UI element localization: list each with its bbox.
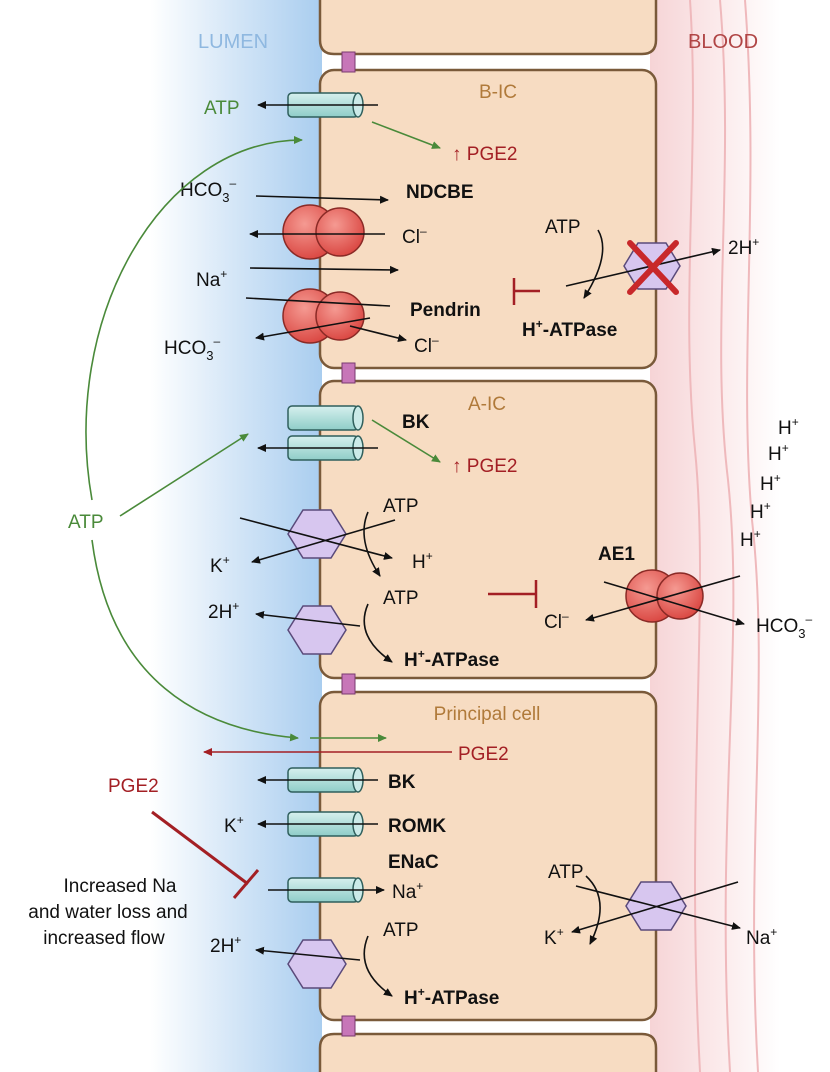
2h-label-aic: 2H+ bbox=[208, 599, 239, 623]
ae1-hco3-out bbox=[603, 581, 745, 626]
outcome-line-3: increased flow bbox=[43, 928, 165, 949]
h-atpase-label-aic: H+-ATPase bbox=[404, 647, 499, 671]
b-ic-title: B-IC bbox=[479, 82, 517, 103]
blood-vessel-wall bbox=[688, 0, 760, 1072]
atp-label-bic: ATP bbox=[204, 98, 240, 119]
principal-h-atpase-pump bbox=[287, 939, 347, 989]
bic-atp-hydrolysis-arrow bbox=[583, 229, 604, 299]
bk-label-principal: BK bbox=[388, 772, 416, 793]
blocked-x-icon bbox=[627, 240, 679, 295]
cl-label-ndcbe: Cl– bbox=[402, 224, 427, 248]
bic-h-efflux bbox=[565, 247, 721, 287]
2h-label-principal: 2H+ bbox=[210, 933, 241, 957]
atp-label-bic-pump: ATP bbox=[545, 217, 581, 238]
ae1-cl-in bbox=[585, 575, 741, 622]
principal-2h-secretion bbox=[255, 946, 361, 961]
pge2-label-lumen: PGE2 bbox=[108, 776, 159, 797]
hco3-label-pendrin: HCO3– bbox=[164, 334, 220, 363]
a-ic-title: A-IC bbox=[468, 394, 506, 415]
na-label-enac: Na+ bbox=[392, 879, 423, 903]
aic-h-atp-arrow bbox=[363, 603, 393, 663]
aic-h-atpase-pump bbox=[287, 605, 347, 655]
atp-signal-to-principal bbox=[91, 539, 299, 742]
na-label-ndcbe: Na+ bbox=[196, 267, 227, 291]
blood-protons: H+ H+ H+ H+ H+ bbox=[740, 415, 799, 551]
top-cell-fragment bbox=[318, 0, 658, 56]
atp-label-nak: ATP bbox=[548, 862, 584, 883]
outcome-line-2: and water loss and bbox=[28, 902, 188, 923]
ae1-exchanger bbox=[625, 569, 704, 623]
pendrin-label: Pendrin bbox=[410, 300, 481, 321]
h-plus-blood: H+ bbox=[760, 471, 781, 495]
enac-inhibition bbox=[151, 810, 260, 899]
pge2-up-aic: ↑ PGE2 bbox=[452, 456, 517, 477]
aic-hk-atp-arrow bbox=[363, 511, 381, 577]
h-plus-blood: H+ bbox=[750, 499, 771, 523]
pge2-up-bic: ↑ PGE2 bbox=[452, 144, 517, 165]
romk-label: ROMK bbox=[388, 816, 446, 837]
principal-cell bbox=[318, 690, 658, 1022]
pendrin-cl-in bbox=[245, 297, 391, 307]
na-label-nak: Na+ bbox=[746, 925, 777, 949]
atp-label-aic-hk: ATP bbox=[383, 496, 419, 517]
principal-cell-title: Principal cell bbox=[434, 704, 541, 725]
k-label-aic: K+ bbox=[210, 553, 230, 577]
outcome-line-1: Increased Na bbox=[63, 876, 176, 897]
ae1-inhibition bbox=[488, 580, 538, 608]
blood-label: BLOOD bbox=[688, 31, 758, 53]
pendrin-hco3-out bbox=[255, 317, 371, 341]
h-atpase-label-principal: H+-ATPase bbox=[404, 985, 499, 1009]
hco3-label-ndcbe: HCO3– bbox=[180, 176, 236, 205]
ndcbe-na-in bbox=[249, 265, 399, 274]
aic-2h-secretion bbox=[255, 610, 361, 627]
ndcbe-label: NDCBE bbox=[406, 182, 474, 203]
h-plus-blood: H+ bbox=[768, 441, 789, 465]
tight-junction bbox=[341, 673, 356, 695]
tight-junction bbox=[341, 1015, 356, 1037]
atp-signal-to-aic bbox=[119, 433, 249, 517]
bottom-cell-fragment bbox=[318, 1032, 658, 1072]
h-plus-blood: H+ bbox=[778, 415, 799, 439]
atp-label-lumen: ATP bbox=[68, 512, 104, 533]
nak-na-extrusion bbox=[575, 885, 741, 930]
nak-atp-arrow bbox=[585, 875, 601, 945]
h-atpase-label-bic: H+-ATPase bbox=[522, 317, 617, 341]
enac-label: ENaC bbox=[388, 852, 439, 873]
2h-label-bic: 2H+ bbox=[728, 235, 759, 259]
pendrin-cl-arrow bbox=[349, 325, 407, 342]
tight-junction bbox=[341, 362, 356, 384]
k-label-nak: K+ bbox=[544, 925, 564, 949]
cl-label-ae1: Cl– bbox=[544, 609, 569, 633]
h-plus-blood: H+ bbox=[740, 527, 761, 551]
k-label-principal-lumen: K+ bbox=[224, 813, 244, 837]
pendrin-inhibition bbox=[512, 278, 540, 305]
lumen-label: LUMEN bbox=[198, 31, 268, 53]
ndcbe-exchanger bbox=[282, 204, 365, 260]
principal-h-atp-arrow bbox=[363, 935, 393, 997]
bk-label-aic: BK bbox=[402, 412, 430, 433]
ndcbe-hco3-in bbox=[255, 195, 389, 204]
ae1-label: AE1 bbox=[598, 544, 635, 565]
tight-junction bbox=[341, 51, 356, 73]
a-ic-cell bbox=[318, 379, 658, 680]
pge2-label-principal: PGE2 bbox=[458, 744, 509, 765]
h-label-aic: H+ bbox=[412, 549, 433, 573]
atp-label-aic-h: ATP bbox=[383, 588, 419, 609]
tight-junctions bbox=[341, 51, 356, 1037]
aic-k-line bbox=[251, 519, 396, 564]
hco3-label-ae1: HCO3– bbox=[756, 612, 812, 641]
atp-label-principal-h: ATP bbox=[383, 920, 419, 941]
pendrin-exchanger bbox=[282, 288, 365, 344]
atp-signal-to-bic bbox=[85, 136, 303, 501]
cl-label-pendrin: Cl– bbox=[414, 333, 439, 357]
